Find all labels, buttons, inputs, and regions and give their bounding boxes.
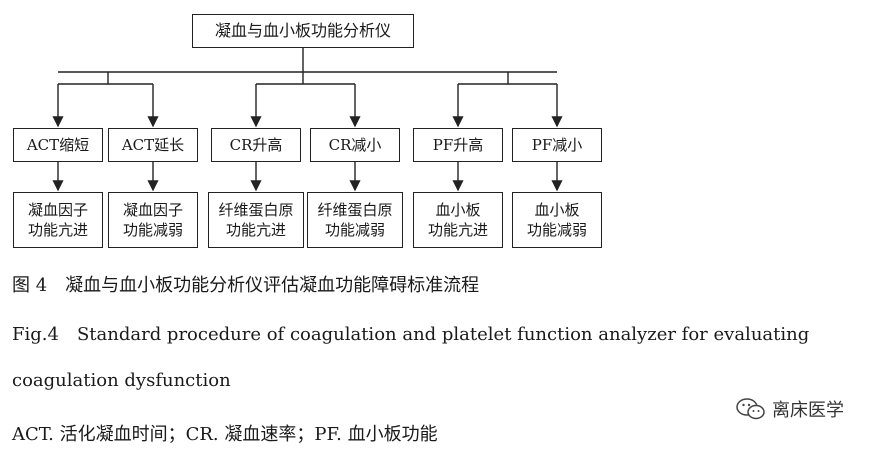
abbreviation-note: ACT. 活化凝血时间；CR. 凝血速率；PF. 血小板功能 [12, 424, 438, 445]
result-fibrinogen-hyper: 纤维蛋白原 功能亢进 [208, 192, 304, 248]
watermark-text: 离床医学 [772, 400, 844, 421]
node-cr-low: CR减小 [310, 128, 400, 162]
node-act-short: ACT缩短 [13, 128, 103, 162]
result-platelet-hypo: 血小板 功能减弱 [512, 192, 602, 248]
result-coag-factor-hypo: 凝血因子 功能减弱 [108, 192, 198, 248]
figure-caption-en-line2: coagulation dysfunction [12, 370, 231, 391]
watermark: 离床医学 [736, 396, 844, 422]
result-coag-factor-hyper: 凝血因子 功能亢进 [13, 192, 103, 248]
wechat-icon [736, 398, 765, 420]
result-platelet-hyper: 血小板 功能亢进 [413, 192, 503, 248]
flowchart: 凝血与血小板功能分析仪 ACT缩短 ACT延长 CR升高 CR减小 PF升高 P… [13, 14, 602, 248]
result-fibrinogen-hypo: 纤维蛋白原 功能减弱 [307, 192, 403, 248]
node-cr-high: CR升高 [211, 128, 301, 162]
node-act-long: ACT延长 [108, 128, 198, 162]
node-pf-high: PF升高 [413, 128, 503, 162]
root-node: 凝血与血小板功能分析仪 [192, 14, 414, 48]
flowchart-connectors [52, 48, 563, 192]
figure-caption-en-line1: Fig.4 Standard procedure of coagulation … [12, 324, 810, 345]
figure-caption-cn: 图 4 凝血与血小板功能分析仪评估凝血功能障碍标准流程 [12, 275, 480, 296]
node-pf-low: PF减小 [512, 128, 602, 162]
